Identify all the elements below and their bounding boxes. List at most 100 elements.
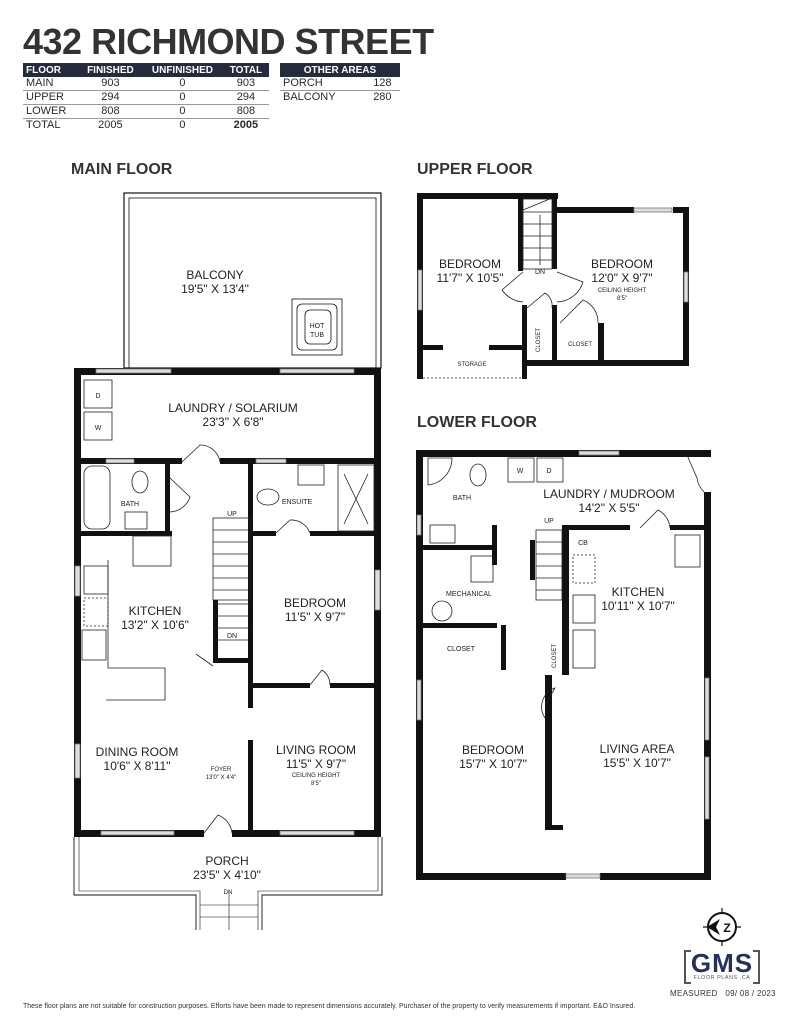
cell-floor: LOWER [23, 104, 79, 119]
col-floor: FLOOR [23, 63, 79, 77]
main-floor-heading: MAIN FLOOR [71, 161, 173, 178]
washer-icon [83, 411, 113, 441]
ceiling-value: 8'5" [617, 296, 627, 302]
cell-value: 128 [364, 77, 400, 91]
dryer-icon [536, 457, 564, 483]
ceiling-label: CEILING HEIGHT [292, 773, 341, 779]
hot-tub-label: HOT [310, 323, 326, 330]
sink-icon [429, 524, 456, 544]
closet-label: CLOSET [536, 328, 542, 352]
washer-label: W [95, 425, 102, 432]
kitchen-sink-icon [572, 594, 596, 624]
washer-label: W [517, 468, 524, 475]
logo-text: GMS [690, 948, 754, 978]
shower-icon [427, 457, 453, 486]
stove-icon [81, 629, 107, 661]
room-name: BEDROOM [439, 257, 501, 271]
room-dims: 15'7" X 10'7" [459, 757, 527, 771]
cell-finished: 903 [78, 77, 143, 91]
cell-floor: MAIN [23, 77, 79, 91]
room-name: BALCONY [186, 268, 243, 282]
stairs-icon [522, 198, 553, 270]
dryer-label: D [95, 393, 100, 400]
room-name: BEDROOM [591, 257, 653, 271]
other-areas-header: OTHER AREAS [280, 63, 400, 77]
table-row: MAIN 903 0 903 [23, 77, 269, 91]
sink-icon [297, 464, 325, 486]
stairs-icon [535, 529, 563, 601]
furnace-icon [431, 600, 453, 622]
cell-unfinished: 0 [142, 77, 223, 91]
bathtub-icon [83, 465, 111, 530]
stairs-up-label: UP [544, 518, 554, 525]
storage-label: STORAGE [457, 362, 486, 368]
area-table-header: FLOOR FINISHED UNFINISHED TOTAL [23, 63, 269, 77]
room-dims: 19'5" X 13'4" [181, 282, 249, 296]
room-dims: 13'0" X 4'4" [206, 775, 237, 781]
room-name: KITCHEN [612, 585, 665, 599]
room-name: LIVING AREA [600, 742, 675, 756]
lower-floor-heading: LOWER FLOOR [417, 414, 537, 431]
main-floor-labels: BALCONY 19'5" X 13'4" HOT TUB LAUNDRY / … [95, 268, 356, 896]
shower-icon [337, 464, 375, 532]
washer-icon [507, 457, 535, 483]
room-dims: 10'6" X 8'11" [104, 759, 171, 773]
area-table: FLOOR FINISHED UNFINISHED TOTAL MAIN 903… [23, 63, 269, 132]
logo-subtext: FLOOR PLANS .CA [693, 975, 751, 981]
room-name: KITCHEN [129, 604, 182, 618]
room-name: PORCH [205, 854, 248, 868]
closet-label: CLOSET [447, 646, 476, 653]
col-total: TOTAL [222, 63, 269, 77]
room-dims: 23'5" X 4'10" [193, 868, 261, 882]
col-unfinished: UNFINISHED [142, 63, 223, 77]
gms-logo: GMS FLOOR PLANS .CA [684, 948, 760, 984]
main-floor-plan [73, 192, 383, 930]
room-dims: 11'7" X 10'5" [437, 271, 504, 285]
property-title: 432 RICHMOND STREET [23, 21, 434, 62]
room-dims: 11'5" X 9'7" [286, 757, 346, 771]
other-areas-title: OTHER AREAS [280, 63, 400, 77]
upper-floor-heading: UPPER FLOOR [417, 161, 533, 178]
closet-label: CLOSET [568, 342, 592, 348]
room-dims: 12'0" X 9'7" [591, 271, 652, 285]
hot-tub-label: TUB [310, 332, 324, 339]
room-name: BEDROOM [284, 596, 346, 610]
stairs-up-label: UP [227, 511, 237, 518]
cell-name: PORCH [280, 77, 365, 91]
col-finished: FINISHED [78, 63, 143, 77]
measured-label: MEASURED [670, 989, 718, 998]
counter [106, 560, 166, 701]
porch-dn-label: DN [224, 890, 233, 896]
room-dims: 14'2" X 5'5" [578, 501, 639, 515]
cell-total: 903 [222, 77, 269, 91]
kitchen-sink-icon [83, 565, 109, 595]
stairs-dn-label: DN [227, 633, 237, 640]
compass-icon: Z [703, 908, 741, 946]
cell-finished: 294 [78, 90, 143, 105]
cell-unfinished: 0 [179, 119, 186, 131]
stairs-icon [212, 517, 251, 601]
room-name: LIVING ROOM [276, 743, 356, 757]
toilet-icon [469, 463, 487, 487]
table-row: LOWER 808 0 808 [23, 104, 269, 119]
hot-tub-icon [291, 298, 343, 356]
stove-icon [572, 629, 596, 669]
toilet-icon [131, 470, 149, 494]
lower-floor-plan: BATH W D LAUNDRY / MUDROOM 14'2" X 5'5" … [416, 450, 711, 880]
measured-date: MEASURED 09/ 08 / 2023 [670, 989, 776, 998]
cell-total: 808 [222, 104, 269, 119]
room-name: BEDROOM [462, 743, 524, 757]
cell-name: BALCONY [283, 91, 336, 103]
water-heater-icon [470, 555, 494, 583]
room-dims: 15'5" X 10'7" [603, 756, 671, 770]
upper-floor-plan: BEDROOM 11'7" X 10'5" BEDROOM 12'0" X 9'… [417, 193, 689, 379]
cb-label: CB [578, 540, 588, 547]
dryer-label: D [546, 468, 551, 475]
room-dims: 23'3" X 6'8" [202, 415, 263, 429]
room-name: BATH [121, 501, 139, 508]
table-row: PORCH 128 [280, 77, 400, 91]
room-name: LAUNDRY / SOLARIUM [168, 401, 298, 415]
sink-icon [124, 511, 148, 530]
measured-value: 09/ 08 / 2023 [725, 989, 776, 998]
